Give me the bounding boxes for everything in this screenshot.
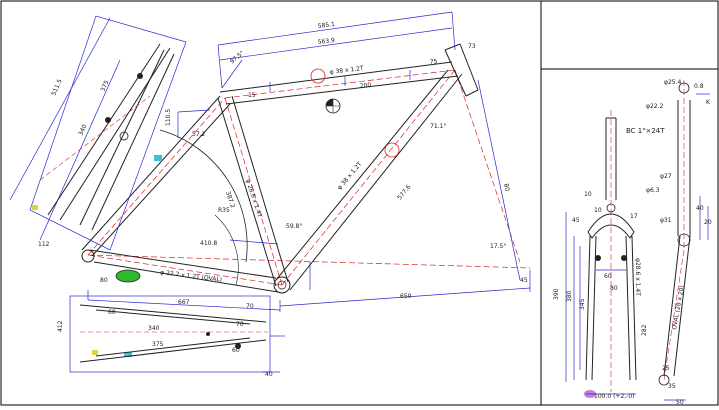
dim-head-tube-len: 80 [502,183,511,192]
dim-cs-b: 70 [236,321,244,328]
fork-blades [585,235,637,381]
label-down-tube: φ 38 x 1.2T [336,160,363,191]
dimension-lines [9,11,531,312]
dim-50: 50 [676,399,684,406]
seatstay-detail [29,15,187,251]
dim-ht-len: 110.5 [165,109,172,126]
dim-thread: BC 1"×24T [626,127,665,135]
dim-fork-blade: 380 [566,290,573,302]
clearance-arc [159,129,248,263]
dim-100: 100.0 (+2,-0) [594,393,635,400]
dim-fork-inner: 345 [579,298,586,310]
dim-31: φ31 [660,217,672,224]
dim-slot-a: 200 [359,82,371,90]
down-tube [275,69,463,291]
dim-rear-spacing: 112 [38,241,50,248]
dim-crown-race: φ22.2 [646,103,664,110]
dim-dt-len: 577.6 [396,183,413,201]
dim-seatstay-len: 511.5 [50,78,63,97]
dim-slot-b: 75 [429,58,438,66]
dim-cs-e: 340 [148,325,160,332]
fork-crown [587,213,635,239]
dim-seatstay-mid: 375 [99,79,110,92]
dim-crown-height: 10 [584,191,592,198]
seat-tube [217,95,289,287]
dim-seat-angle: 71.1° [430,123,446,130]
dim-20: 20 [704,219,712,226]
bicycle-frame: 585.1 563.9 φ 38 x 1.2T 200 75 15 73 97.… [9,11,531,378]
dim-40: 40 [696,205,704,212]
fork-steerer-front [605,117,617,200]
dim-282: 282 [641,324,648,336]
dim-top-tube-outer: 585.1 [317,21,335,30]
dim-angle-small: 17.5° [490,243,506,250]
dim-tt-right: 73 [468,43,476,50]
fork-drawing: φ25.4 0.8 φ22.2 K BC 1"×24T 390 380 345 … [553,79,712,406]
dim-10: 10 [594,207,602,214]
seatstay [81,95,231,257]
rear-dropout [81,249,95,263]
bottom-bracket [273,276,291,294]
dim-fork-total: 390 [553,288,560,300]
head-tube [444,43,479,97]
dim-ht-inner: 60 [232,347,240,354]
marker-cyan [154,155,162,161]
fork-side-view [663,100,691,377]
label-fork-tube: φ28.6 x 1.4T [634,258,641,296]
dim-cs-f: 80 [100,277,108,284]
dim-crown-dia: φ27 [660,173,672,180]
label-top-tube: φ 38 x 1.2T [329,65,364,76]
dim-ht-top: 70 [246,303,254,310]
top-tube [219,61,459,105]
dim-35: 35 [668,383,676,390]
chainstay [89,249,279,293]
dim-chainstay-len: 410.8 [200,240,217,247]
dim-cs-c: 40 [265,371,273,378]
dim-top-tube-inner: 563.9 [317,37,335,46]
dim-crown-width: 60 [604,273,612,280]
dim-top-cap: 0.8 [694,83,704,90]
dim-stay-width: 57.2 [192,131,206,138]
dim-steerer: φ25.4 [664,79,682,86]
dim-cs-d: 375 [152,341,164,348]
dim-chainstay-end: 667 [178,299,190,306]
chainstay-bridge [115,269,141,283]
dim-rake: 45 [572,217,580,224]
dim-seatstay-inner: 340 [77,123,88,136]
frame-centerlines [87,69,531,286]
dim-wheelbase: 650 [400,293,412,300]
fork-dimension-lines [565,93,710,401]
dim-slot-c: 15 [248,92,256,99]
dim-25: 25 [662,365,670,372]
dim-80: 80 [610,285,618,292]
dim-head-angle: 97.5° [229,50,246,66]
dim-bb-width: 45 [520,277,528,284]
dim-bb-angle: 59.8° [286,223,302,230]
chainstay-detail [69,295,285,373]
dim-k: K [706,99,711,106]
dim-cs-g: 412 [57,320,64,332]
dim-seat-radius: R35 [218,207,230,214]
dim-6-3: φ6.3 [646,187,660,194]
dim-cs-a: 60 [108,309,116,316]
dim-17: 17 [630,213,638,220]
